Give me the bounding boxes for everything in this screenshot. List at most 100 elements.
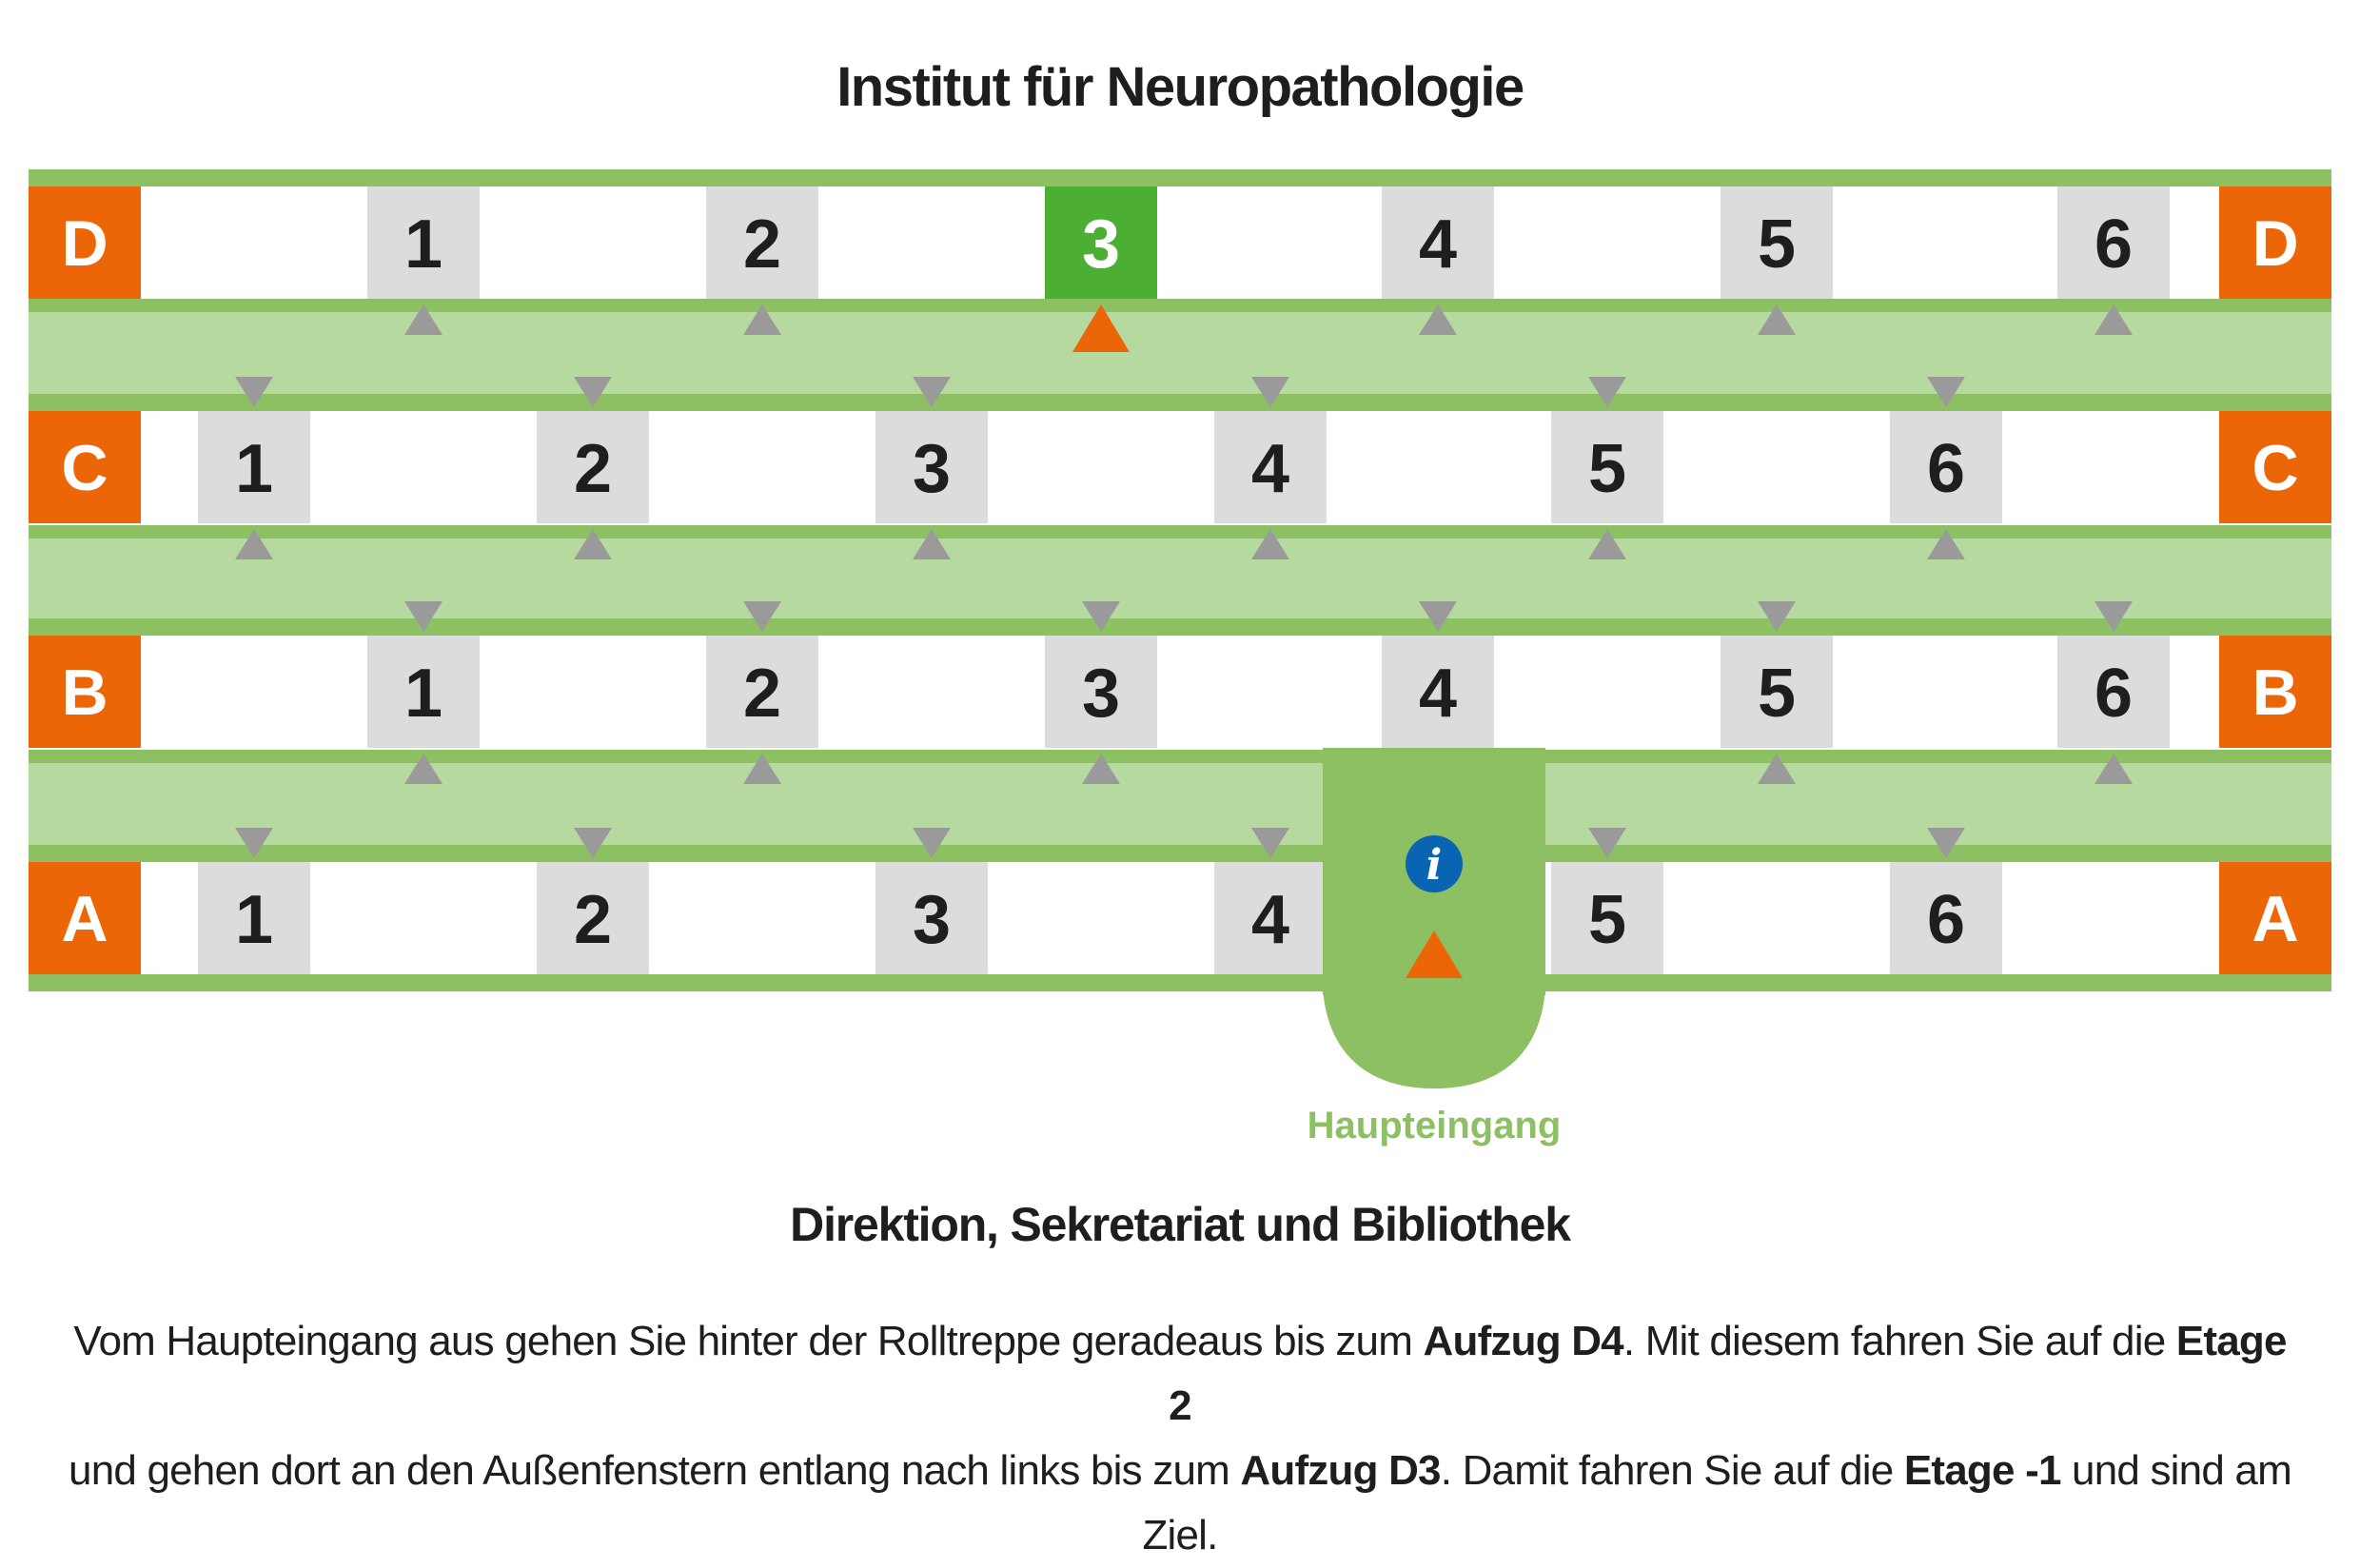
elevator-a1 bbox=[198, 862, 310, 974]
arrow-down bbox=[1927, 377, 1965, 407]
row-label-text: C bbox=[61, 432, 108, 504]
arrow-up bbox=[1419, 304, 1457, 335]
elevator-number: 6 bbox=[1927, 431, 1965, 507]
lobby-bottom bbox=[1323, 970, 1545, 1088]
elevator-c4 bbox=[1214, 411, 1327, 523]
elevator-b3 bbox=[1045, 636, 1157, 748]
corridor-edge bbox=[29, 618, 2331, 636]
elevator-c5 bbox=[1551, 411, 1663, 523]
directions-line-1: Vom Haupteingang aus gehen Sie hinter de… bbox=[57, 1309, 2303, 1439]
arrow-up bbox=[1758, 754, 1796, 784]
row-label-right bbox=[2219, 411, 2331, 523]
corridor-band bbox=[29, 539, 2331, 618]
elevator-number: 4 bbox=[1251, 431, 1289, 507]
elevator-number: 5 bbox=[1758, 656, 1796, 732]
arrow-down bbox=[913, 828, 951, 858]
arrow-down bbox=[743, 601, 781, 632]
elevator-d3 bbox=[1045, 186, 1157, 299]
info-glyph: i bbox=[1426, 841, 1443, 890]
arrow-up bbox=[743, 754, 781, 784]
elevator-number: 5 bbox=[1588, 431, 1626, 507]
arrow-up bbox=[1927, 529, 1965, 559]
row-label-text: B bbox=[61, 657, 108, 729]
arrow-up bbox=[1758, 304, 1796, 335]
corridor-edge bbox=[29, 750, 2331, 763]
directions-segment: Aufzug D4 bbox=[1423, 1318, 1624, 1364]
arrow-down bbox=[1419, 601, 1457, 632]
elevator-number: 3 bbox=[913, 431, 951, 507]
entrance-label: Haupteingang bbox=[1308, 1105, 1562, 1147]
arrow-down bbox=[1251, 828, 1289, 858]
arrow-up bbox=[1082, 754, 1120, 784]
corridor-edge bbox=[29, 299, 2331, 312]
elevator-d6 bbox=[2057, 186, 2170, 299]
arrow-up bbox=[913, 529, 951, 559]
elevator-number: 2 bbox=[743, 656, 781, 732]
directions-segment: . Damit fahren Sie auf die bbox=[1440, 1447, 1904, 1494]
row-label-left bbox=[29, 186, 141, 299]
elevator-c6 bbox=[1890, 411, 2002, 523]
corridor-edge bbox=[29, 845, 2331, 862]
row-label-text: C bbox=[2252, 432, 2298, 504]
info-icon bbox=[1406, 835, 1463, 892]
elevator-a2 bbox=[537, 862, 649, 974]
elevator-number: 6 bbox=[2094, 206, 2133, 283]
elevator-number: 3 bbox=[1082, 656, 1120, 732]
arrow-up bbox=[404, 754, 442, 784]
elevator-number: 3 bbox=[1082, 206, 1120, 283]
elevator-a3 bbox=[875, 862, 988, 974]
elevator-b5 bbox=[1721, 636, 1833, 748]
elevator-number: 6 bbox=[2094, 656, 2133, 732]
corridor-edge bbox=[29, 394, 2331, 411]
directions-line-2: und gehen dort an den Außenfenstern entl… bbox=[57, 1439, 2303, 1568]
arrow-down bbox=[235, 377, 273, 407]
arrow-down bbox=[2094, 601, 2133, 632]
elevator-number: 1 bbox=[235, 882, 273, 958]
elevator-d4 bbox=[1382, 186, 1494, 299]
row-label-text: D bbox=[2252, 207, 2298, 280]
elevator-a5 bbox=[1551, 862, 1663, 974]
arrow-up bbox=[1588, 529, 1626, 559]
corridor-edge bbox=[29, 525, 2331, 539]
elevator-number: 4 bbox=[1419, 656, 1457, 732]
directions-segment: und gehen dort an den Außenfenstern entl… bbox=[69, 1447, 1241, 1494]
corridor-band bbox=[29, 312, 2331, 394]
directions-text: Vom Haupteingang aus gehen Sie hinter de… bbox=[57, 1309, 2303, 1568]
arrow-up bbox=[235, 529, 273, 559]
elevator-b4 bbox=[1382, 636, 1494, 748]
elevator-number: 1 bbox=[235, 431, 273, 507]
arrow-down bbox=[404, 601, 442, 632]
elevator-c3 bbox=[875, 411, 988, 523]
elevator-number: 5 bbox=[1758, 206, 1796, 283]
arrow-up bbox=[2094, 304, 2133, 335]
row-label-right bbox=[2219, 636, 2331, 748]
top-border bbox=[29, 169, 2331, 186]
elevator-number: 5 bbox=[1588, 882, 1626, 958]
directions-segment: . Mit diesem fahren Sie auf die bbox=[1622, 1318, 2176, 1364]
elevator-d2 bbox=[706, 186, 818, 299]
arrow-down bbox=[1758, 601, 1796, 632]
arrow-down bbox=[574, 377, 612, 407]
row-label-text: A bbox=[2252, 883, 2298, 955]
row-label-text: B bbox=[2252, 657, 2298, 729]
elevator-a6 bbox=[1890, 862, 2002, 974]
arrow-down bbox=[913, 377, 951, 407]
directions-segment: Vom Haupteingang aus gehen Sie hinter de… bbox=[73, 1318, 1424, 1364]
elevator-number: 1 bbox=[404, 206, 442, 283]
arrow-up bbox=[1251, 529, 1289, 559]
destination-marker-icon bbox=[1072, 304, 1130, 352]
elevator-number: 6 bbox=[1927, 882, 1965, 958]
directions-segment: Aufzug D3 bbox=[1240, 1447, 1441, 1494]
arrow-up bbox=[743, 304, 781, 335]
elevator-number: 4 bbox=[1419, 206, 1457, 283]
section-subtitle: Direktion, Sekretariat und Bibliothek bbox=[790, 1198, 1571, 1251]
row-label-text: D bbox=[61, 207, 108, 280]
arrow-down bbox=[235, 828, 273, 858]
arrow-up bbox=[404, 304, 442, 335]
arrow-down bbox=[1251, 377, 1289, 407]
elevator-c2 bbox=[537, 411, 649, 523]
row-label-text: A bbox=[61, 883, 108, 955]
